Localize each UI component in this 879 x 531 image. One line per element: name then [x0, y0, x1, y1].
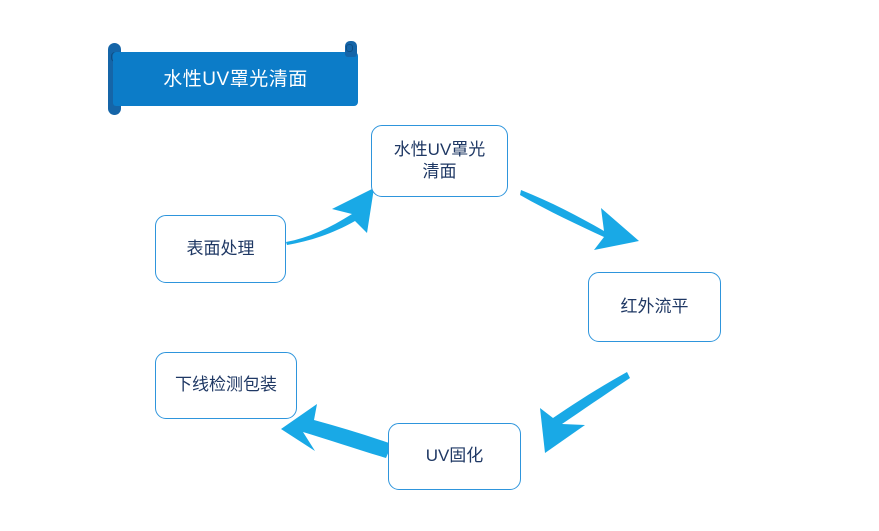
banner-right-tab-dot: [346, 44, 353, 52]
node-inspection-packing-label: 下线检测包装: [175, 375, 277, 395]
arrow-uv-to-inspection-icon: [281, 404, 392, 458]
arrow-coating-to-infrared-icon: [520, 190, 639, 250]
arrow-surface-to-coating-icon: [286, 188, 374, 245]
node-inspection-packing[interactable]: 下线检测包装: [155, 352, 297, 419]
node-uv-curing-label: UV固化: [425, 446, 484, 466]
node-coating[interactable]: 水性UV罩光 清面: [371, 125, 508, 197]
banner-body: 水性UV罩光清面: [113, 52, 358, 106]
banner-title-text: 水性UV罩光清面: [163, 68, 308, 90]
node-coating-label: 水性UV罩光 清面: [393, 139, 486, 181]
title-banner: 水性UV罩光清面: [108, 41, 358, 117]
arrow-infrared-to-uv-icon: [540, 372, 630, 453]
node-surface-treatment[interactable]: 表面处理: [155, 215, 286, 283]
node-surface-treatment-label: 表面处理: [186, 238, 255, 258]
node-infrared-leveling[interactable]: 红外流平: [588, 272, 721, 342]
node-infrared-leveling-label: 红外流平: [620, 296, 689, 316]
banner-right-tab-shape: [345, 41, 357, 57]
node-uv-curing[interactable]: UV固化: [388, 423, 521, 490]
